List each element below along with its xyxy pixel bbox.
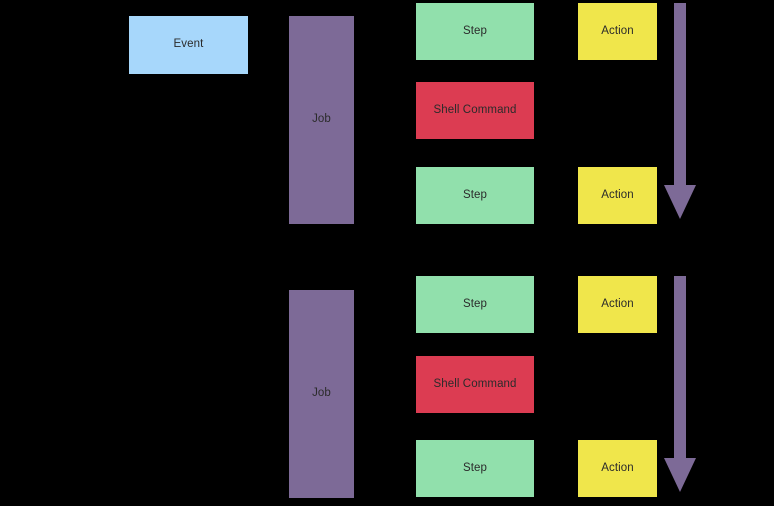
node-shell-command-1-label: Shell Command xyxy=(433,103,517,116)
node-step-4[interactable]: Step xyxy=(416,440,534,497)
node-action-4[interactable]: Action xyxy=(578,440,657,497)
node-shell-command-1[interactable]: Shell Command xyxy=(416,82,534,139)
node-job-2[interactable]: Job xyxy=(289,290,354,498)
node-job-1-label: Job xyxy=(312,113,331,126)
node-event[interactable]: Event xyxy=(129,16,248,74)
node-action-1[interactable]: Action xyxy=(578,3,657,60)
node-action-3-label: Action xyxy=(601,297,634,310)
node-action-4-label: Action xyxy=(601,461,634,474)
node-step-1[interactable]: Step xyxy=(416,3,534,60)
node-step-2-label: Step xyxy=(462,188,488,201)
node-action-2-label: Action xyxy=(601,188,634,201)
flow-arrow-down-icon-bottom xyxy=(662,276,698,492)
node-shell-command-2[interactable]: Shell Command xyxy=(416,356,534,413)
node-event-label: Event xyxy=(173,38,204,51)
node-job-2-label: Job xyxy=(312,387,331,400)
node-step-3[interactable]: Step xyxy=(416,276,534,333)
node-step-4-label: Step xyxy=(462,461,488,474)
node-step-3-label: Step xyxy=(462,297,488,310)
node-step-2[interactable]: Step xyxy=(416,167,534,224)
node-action-1-label: Action xyxy=(601,24,634,37)
node-step-1-label: Step xyxy=(462,24,488,37)
node-job-1[interactable]: Job xyxy=(289,16,354,224)
node-action-3[interactable]: Action xyxy=(578,276,657,333)
node-shell-command-2-label: Shell Command xyxy=(433,377,517,390)
node-action-2[interactable]: Action xyxy=(578,167,657,224)
flow-arrow-down-icon-top xyxy=(662,3,698,219)
